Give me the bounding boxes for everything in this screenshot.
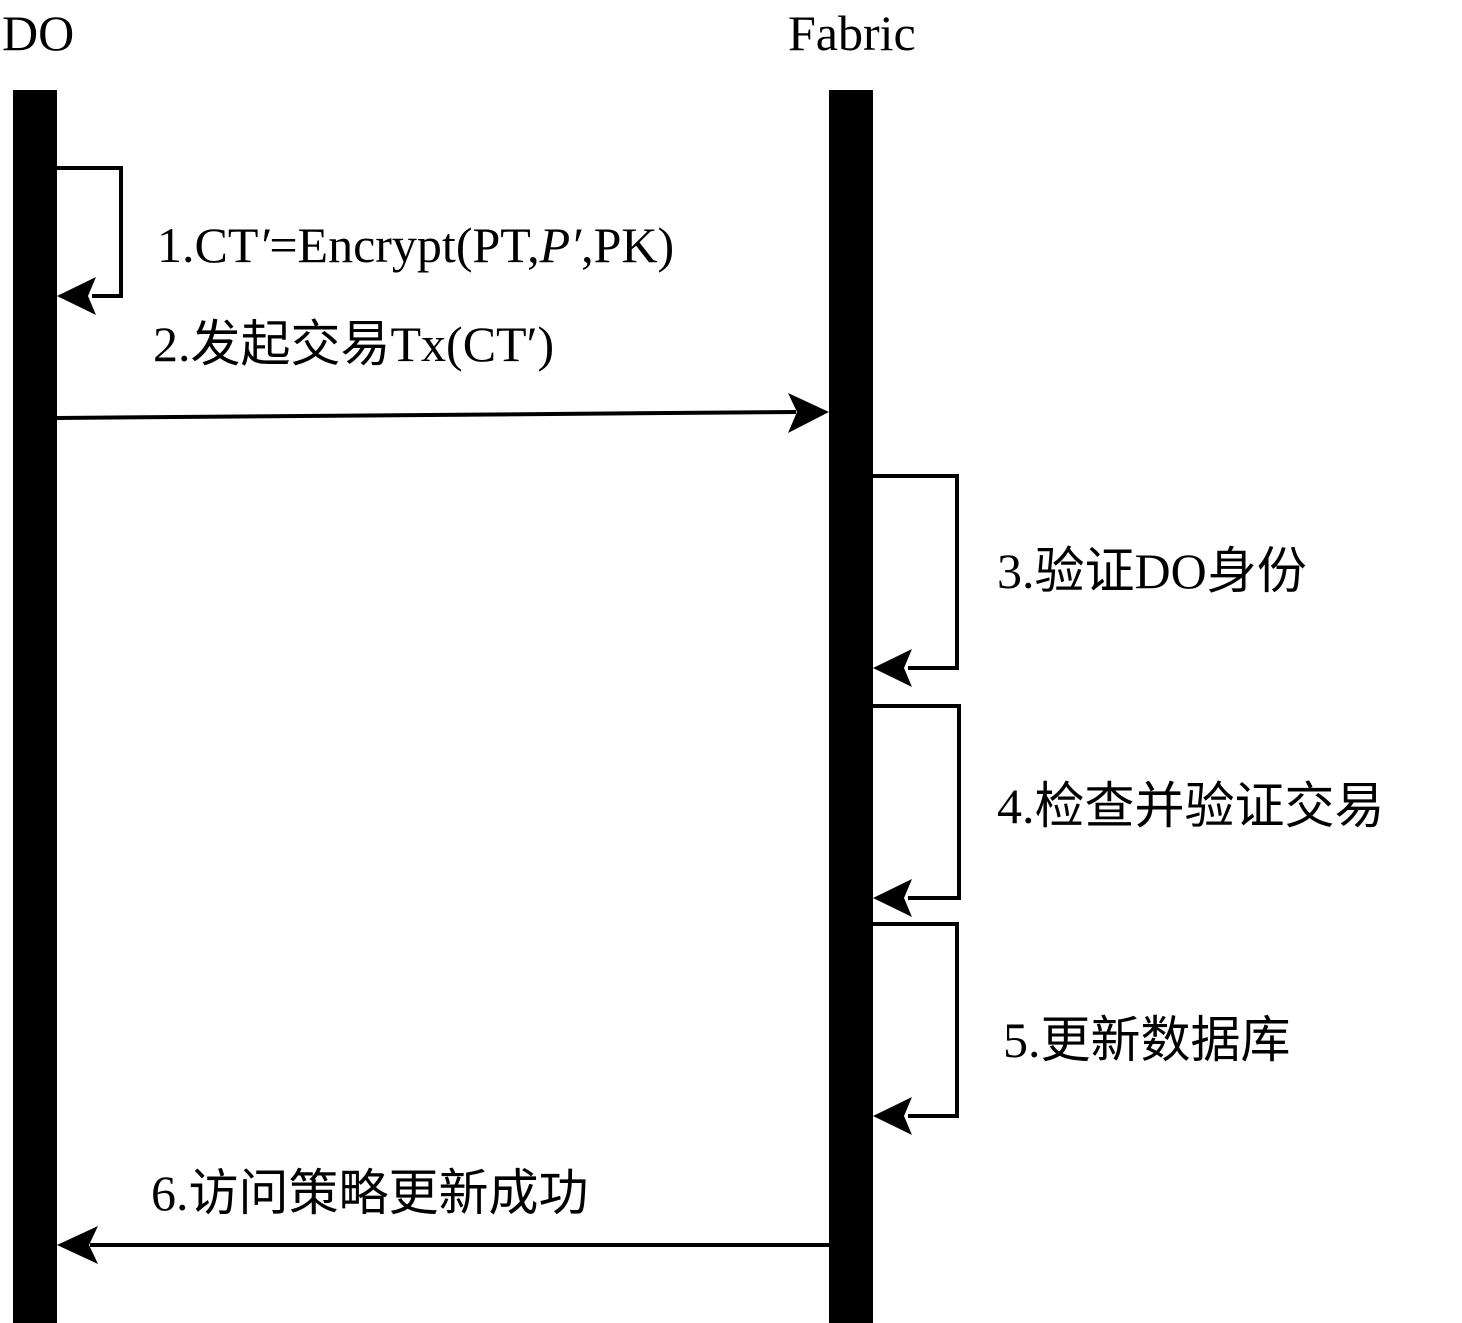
step1-policy: P′: [539, 217, 583, 273]
participant-do-label: DO: [2, 5, 74, 61]
participant-fabric-label: Fabric: [788, 5, 916, 61]
step2-label: 2.发起交易Tx(CT′): [153, 316, 554, 372]
step4-loop: [873, 704, 961, 900]
step5-self-message: [873, 922, 959, 1135]
step1-arrowhead: [57, 277, 96, 315]
lifeline-fabric: [829, 90, 873, 1323]
step1-middle: =Encrypt(PT,: [269, 217, 539, 273]
step3-loop: [873, 474, 959, 670]
step6-message: [57, 1226, 829, 1264]
step2-message: [56, 393, 829, 433]
step5-label: 5.更新数据库: [1003, 1012, 1291, 1068]
lifeline-do: [13, 90, 57, 1323]
step4-self-message: [873, 704, 961, 917]
step3-self-message: [873, 474, 959, 687]
step6-arrowhead: [57, 1226, 98, 1264]
step5-loop: [873, 922, 959, 1118]
step4-label: 4.检查并验证交易: [997, 778, 1385, 834]
step1-prefix: 1.CT: [157, 217, 258, 273]
step5-arrowhead: [873, 1097, 912, 1135]
step2-arrowhead: [788, 393, 829, 433]
step6-label: 6.访问策略更新成功: [151, 1165, 589, 1221]
step3-arrowhead: [873, 649, 912, 687]
step2-line: [56, 410, 797, 420]
step4-arrowhead: [873, 879, 912, 917]
step1-self-message: [57, 166, 123, 315]
step1-suffix: ,PK): [581, 217, 674, 273]
step3-label: 3.验证DO身份: [997, 543, 1307, 599]
step1-prime: ′: [258, 217, 270, 273]
step1-label: 1.CT′=Encrypt(PT,P′,PK): [157, 217, 674, 273]
step1-loop: [57, 166, 123, 298]
